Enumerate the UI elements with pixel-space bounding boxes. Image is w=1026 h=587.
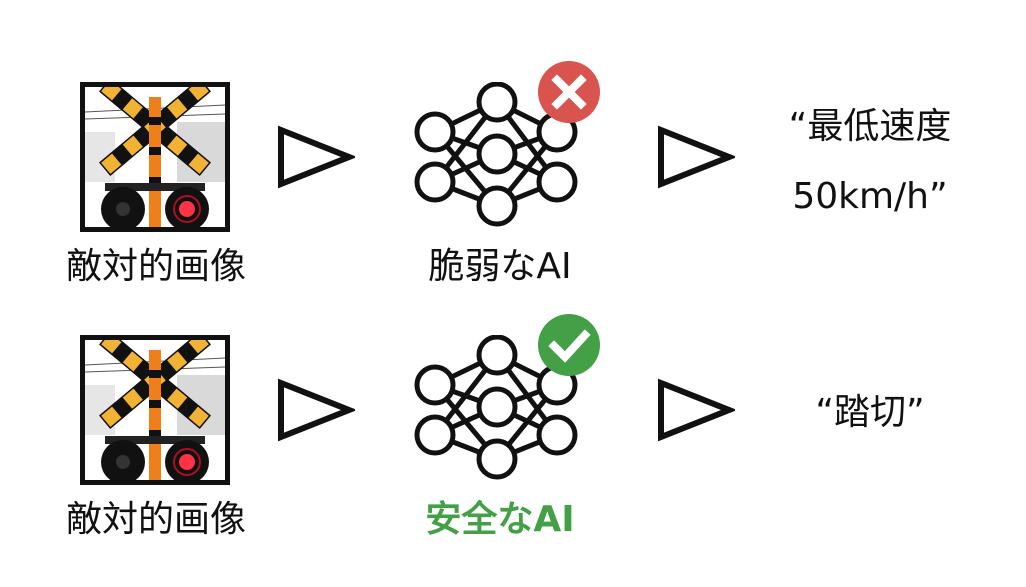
ai-label: 安全なAI xyxy=(425,499,575,540)
prediction-output: “踏切” xyxy=(760,378,980,448)
row-vulnerable-ai: 敵対的画像 xyxy=(0,0,1026,290)
ai-label: 脆弱なAI xyxy=(428,246,572,287)
image-label: 敵対的画像 xyxy=(65,499,246,540)
prediction-line: 50km/h” xyxy=(792,176,948,217)
check-circle-icon xyxy=(538,314,600,376)
neural-network-icon xyxy=(414,335,578,480)
arrow-icon xyxy=(658,125,735,189)
arrow-icon xyxy=(278,125,355,189)
railroad-crossing-image xyxy=(80,82,230,232)
arrow-icon xyxy=(278,378,355,442)
row-safe-ai: 敵対的画像 安全 xyxy=(0,253,1026,543)
neural-network-icon xyxy=(414,82,578,227)
prediction-line: “最低速度 xyxy=(788,106,952,147)
railroad-crossing-image xyxy=(80,335,230,485)
x-circle-icon xyxy=(538,61,600,123)
prediction-output: “最低速度 50km/h” xyxy=(760,92,980,232)
prediction-line: “踏切” xyxy=(815,392,925,433)
image-label: 敵対的画像 xyxy=(65,246,246,287)
arrow-icon xyxy=(658,378,735,442)
